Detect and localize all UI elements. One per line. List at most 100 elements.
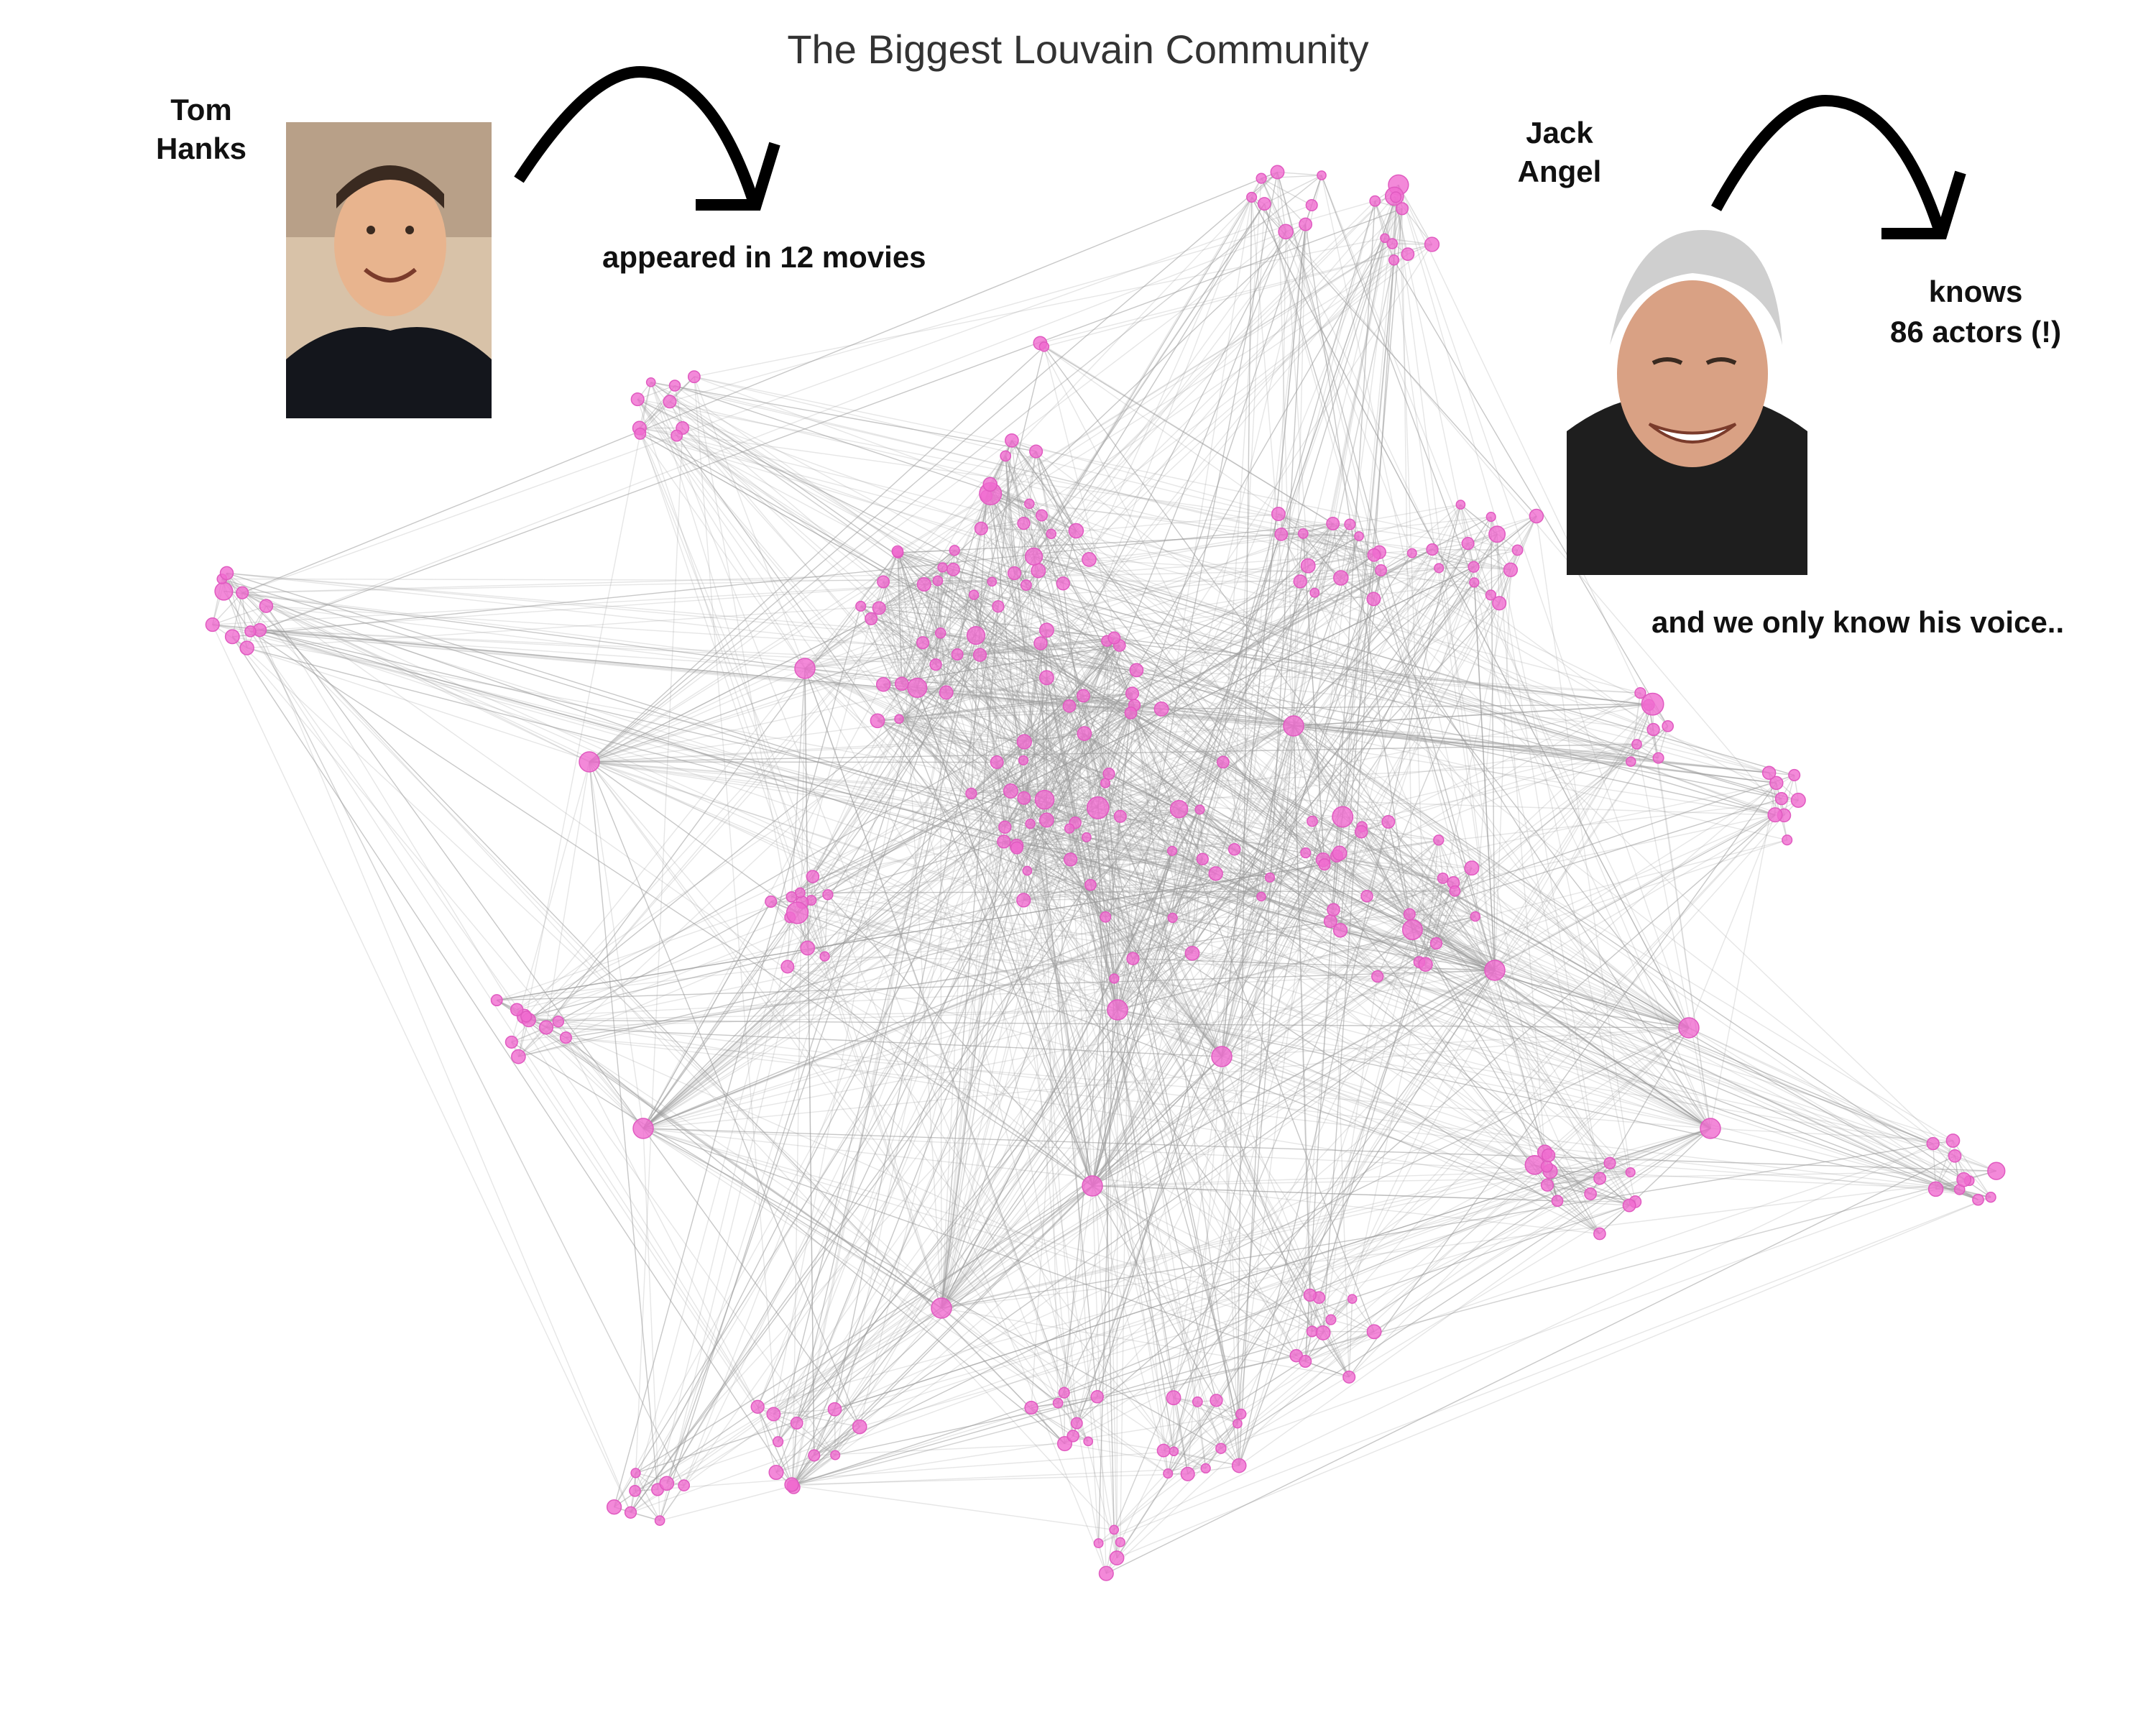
graph-edge — [1263, 203, 1360, 537]
graph-node — [1034, 789, 1055, 810]
graph-edge — [545, 1026, 1222, 1057]
graph-edge — [221, 578, 1115, 980]
graph-edge — [941, 440, 1013, 1309]
graph-node — [1271, 507, 1286, 522]
graph-edge — [901, 683, 1711, 1129]
graph-edge — [259, 629, 1641, 694]
graph-edge — [682, 427, 1548, 1186]
graph-edge — [1460, 504, 1492, 596]
graph-edge — [669, 401, 1690, 1029]
graph-node — [1196, 852, 1209, 865]
graph-edge — [516, 643, 1041, 1011]
graph-edge — [1373, 599, 1711, 1129]
graph-edge — [941, 175, 1322, 1309]
graph-edge — [1107, 515, 1537, 642]
graph-edge — [1435, 878, 1444, 944]
graph-edge — [1070, 859, 1955, 1156]
graph-edge — [642, 901, 772, 1129]
graph-edge — [796, 1009, 1118, 1424]
graph-edge — [1130, 712, 1978, 1200]
graph-edge — [1435, 891, 1456, 944]
graph-edge — [770, 901, 826, 957]
graph-edge — [1010, 704, 1135, 792]
graph-edge — [792, 1485, 1115, 1531]
graph-edge — [1221, 1056, 1240, 1466]
graph-edge — [1250, 197, 1690, 1029]
graph-edge — [221, 578, 1496, 971]
graph-edge — [1167, 704, 1649, 1474]
graph-edge — [1299, 196, 1395, 582]
graph-edge — [528, 916, 791, 1021]
graph-edge — [990, 484, 1711, 1129]
graph-edge — [1293, 535, 1360, 727]
graph-edge — [1278, 513, 1342, 579]
graph-node — [937, 562, 948, 573]
graph-edge — [1040, 342, 1334, 524]
graph-node — [1194, 804, 1205, 815]
graph-edge — [1361, 826, 1636, 1202]
graph-edge — [1117, 238, 1386, 1011]
graph-node — [654, 1515, 665, 1526]
jack-angel-arrow — [1710, 94, 1966, 239]
graph-edge — [1234, 760, 1631, 850]
graph-node — [1332, 845, 1348, 861]
graph-edge — [1187, 1423, 1238, 1475]
graph-edge — [986, 495, 1631, 1173]
graph-edge — [226, 573, 685, 1486]
graph-edge — [1117, 524, 1350, 1011]
graph-edge — [637, 399, 942, 1309]
graph-edge — [1393, 259, 1496, 971]
graph-edge — [877, 720, 1024, 761]
graph-edge — [630, 970, 1496, 1513]
graph-edge — [1011, 440, 1027, 586]
graph-edge — [922, 642, 1093, 1187]
graph-edge — [990, 484, 1535, 1166]
graph-edge — [1303, 533, 1360, 537]
graph-edge — [1547, 1177, 1600, 1186]
graph-edge — [1083, 533, 1498, 696]
graph-node — [894, 714, 904, 724]
graph-node — [1366, 592, 1381, 607]
graph-edge — [1276, 172, 1286, 232]
graph-edge — [589, 171, 1278, 763]
graph-edge — [827, 894, 1690, 1029]
graph-edge — [1302, 533, 1653, 705]
graph-edge — [642, 1128, 1313, 1333]
graph-edge — [1033, 556, 1659, 759]
graph-edge — [937, 580, 1496, 971]
graph-edge — [642, 828, 1070, 1129]
graph-edge — [878, 607, 947, 693]
graph-edge — [231, 636, 644, 1129]
graph-node — [907, 677, 928, 698]
graph-node — [1332, 806, 1354, 828]
graph-edge — [1197, 1402, 1207, 1468]
graph-edge — [1117, 515, 1537, 1011]
graph-edge — [773, 850, 1173, 1414]
graph-edge — [1023, 669, 1137, 742]
graph-node — [1437, 872, 1449, 884]
graph-edge — [1046, 677, 1118, 1011]
graph-edge — [981, 523, 1024, 529]
graph-node — [1098, 1565, 1114, 1581]
graph-edge — [1312, 1128, 1711, 1333]
graph-edge — [897, 551, 1711, 1129]
graph-edge — [528, 654, 980, 1021]
graph-node — [1985, 1192, 1996, 1203]
graph-edge — [814, 1426, 860, 1456]
graph-edge — [1057, 197, 1253, 1404]
graph-edge — [883, 581, 1297, 1356]
graph-edge — [1475, 916, 1546, 1153]
graph-edge — [528, 1019, 942, 1309]
graph-edge — [642, 1128, 1375, 1333]
graph-edge — [1549, 1171, 1600, 1234]
graph-edge — [589, 231, 1286, 763]
graph-edge — [511, 566, 944, 1043]
graph-edge — [640, 433, 814, 877]
graph-edge — [834, 1409, 836, 1455]
graph-edge — [676, 435, 1315, 594]
graph-node — [1083, 1436, 1094, 1447]
graph-edge — [1293, 725, 1991, 1198]
graph-edge — [1092, 1170, 1996, 1187]
graph-edge — [916, 569, 954, 689]
graph-edge — [1031, 1407, 1074, 1437]
